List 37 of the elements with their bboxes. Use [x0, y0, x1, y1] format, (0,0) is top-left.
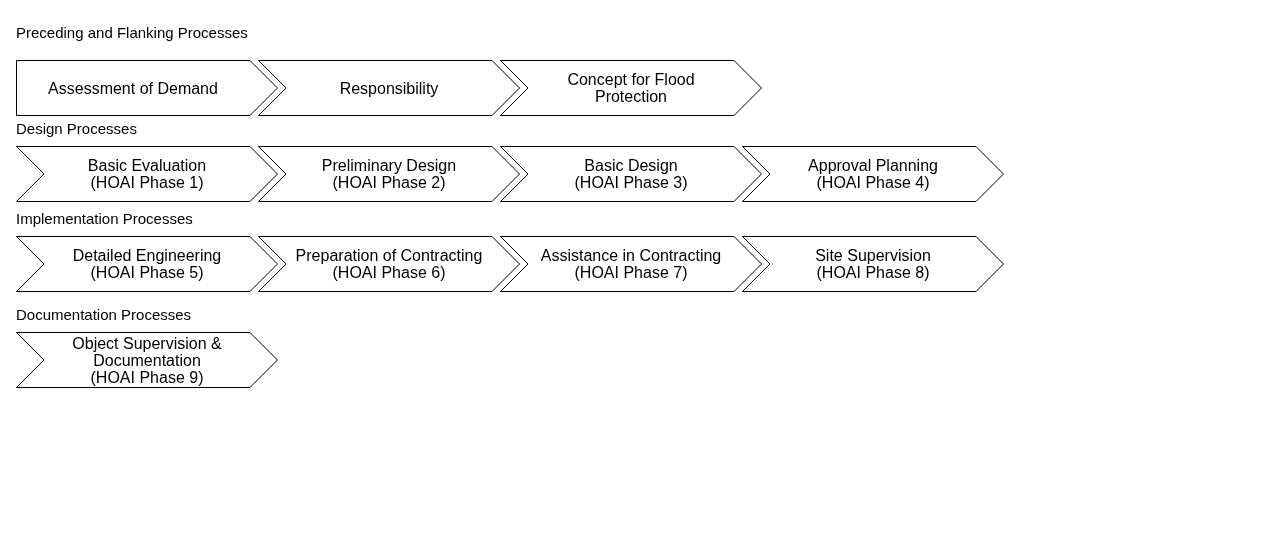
- step-text: (HOAI Phase 3): [574, 174, 688, 191]
- section-heading: Preceding and Flanking Processes: [16, 24, 248, 42]
- step-text: Preliminary Design: [321, 157, 457, 174]
- chevron-step: [258, 236, 520, 292]
- step-text: Assessment of Demand: [48, 79, 218, 97]
- section-heading: Design Processes: [16, 120, 137, 138]
- chevron-step: [500, 236, 762, 292]
- step-text: Site Supervision: [815, 247, 931, 264]
- step-text: Basic Evaluation: [87, 157, 207, 174]
- chevron-step: [16, 146, 278, 202]
- step-text: Object Supervision & Documentation: [71, 334, 223, 369]
- step-text: Detailed Engineering: [72, 247, 222, 264]
- step-text: (HOAI Phase 7): [574, 264, 688, 281]
- step-text: (HOAI Phase 8): [816, 264, 930, 281]
- chevron-step: [500, 146, 762, 202]
- step-text: Responsibility: [339, 79, 439, 97]
- step-text: (HOAI Phase 9): [90, 368, 204, 386]
- chevron-step: [16, 332, 278, 388]
- step-text: (HOAI Phase 4): [816, 174, 930, 191]
- chevron-step: [16, 236, 278, 292]
- section-heading: Implementation Processes: [16, 210, 193, 228]
- chevron-step: [742, 236, 1004, 292]
- chevron-step: [742, 146, 1004, 202]
- step-text: (HOAI Phase 2): [332, 174, 446, 191]
- step-text: (HOAI Phase 5): [90, 264, 204, 281]
- section-heading: Documentation Processes: [16, 306, 192, 324]
- step-text: Concept for Flood Protection: [566, 71, 696, 105]
- step-text: Assistance in Contracting: [540, 247, 722, 264]
- step-text: Basic Design: [584, 157, 678, 174]
- chevron-step: [500, 60, 762, 116]
- step-text: Approval Planning: [808, 157, 938, 174]
- step-text: Preparation of Contracting: [295, 247, 483, 264]
- chevron-step: [258, 146, 520, 202]
- chevron-step: [16, 60, 278, 116]
- chevron-step: [258, 60, 520, 116]
- step-text: (HOAI Phase 6): [332, 264, 446, 281]
- step-text: (HOAI Phase 1): [90, 174, 204, 191]
